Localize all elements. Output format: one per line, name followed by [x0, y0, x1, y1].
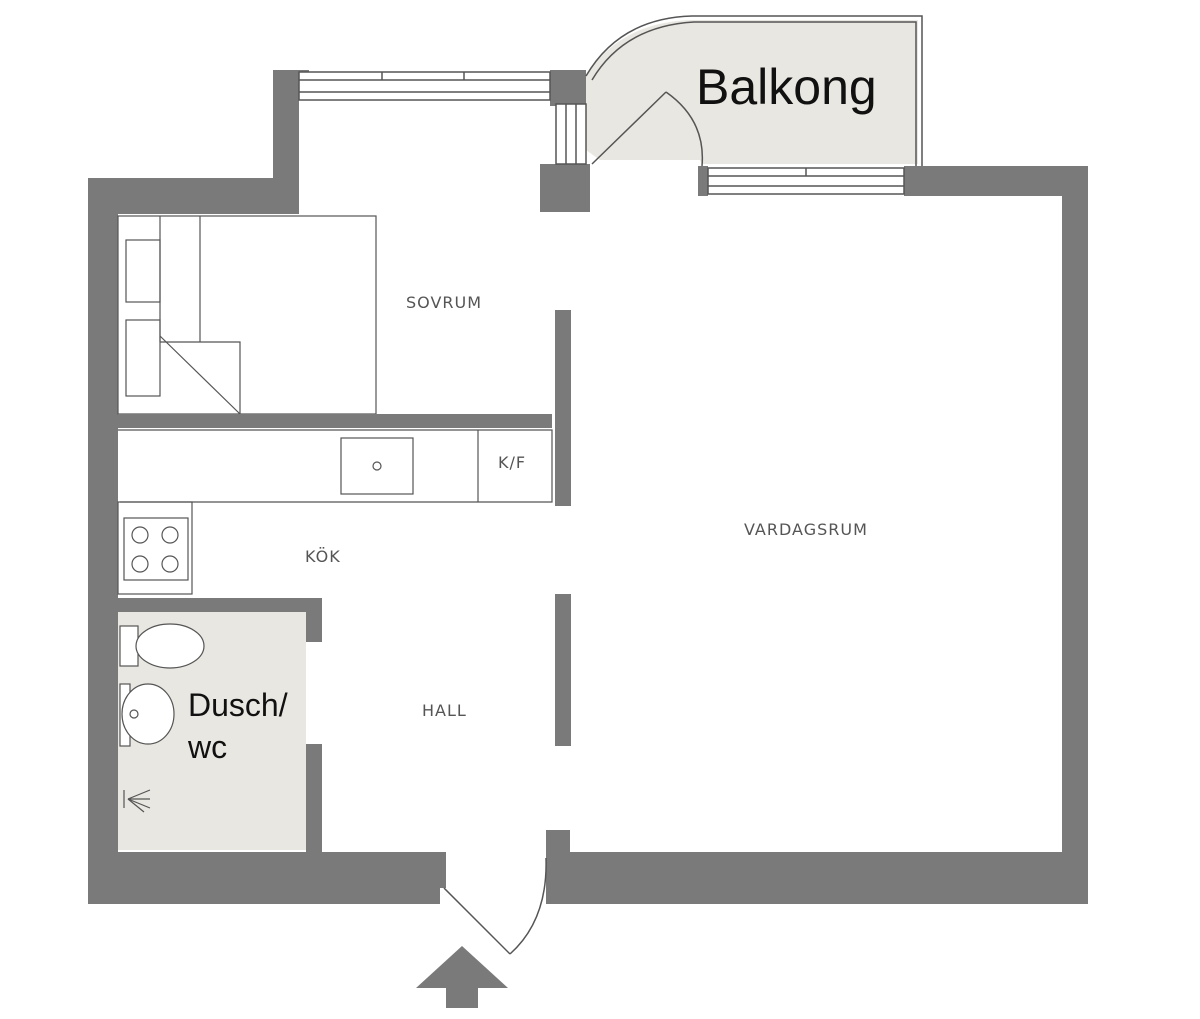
wall-west: [88, 178, 118, 904]
wall-balcony-door-jamb: [698, 166, 708, 196]
kitchen-counter: [118, 429, 553, 503]
wall-east: [1062, 166, 1088, 904]
label-bedroom: SOVRUM: [406, 293, 482, 312]
wall-column-upper: [550, 70, 586, 106]
room-floors: [118, 20, 918, 850]
wall-entry-left-jamb: [438, 852, 446, 888]
label-hall: HALL: [422, 701, 467, 720]
label-balcony: Balkong: [696, 59, 877, 115]
bed: [117, 215, 377, 415]
bedroom-kitchen-divider: [118, 414, 552, 428]
entrance-door: [443, 857, 547, 955]
shower-head-icon: [123, 789, 151, 813]
balcony-door: [591, 91, 704, 167]
wall-bathroom-east-upper: [306, 598, 322, 642]
sink: [340, 437, 414, 495]
toilet: [119, 623, 205, 669]
wall-north-right: [904, 166, 1088, 196]
label-living-room: VARDAGSRUM: [744, 520, 868, 539]
sink-drain: [372, 461, 382, 471]
label-bathroom-line2: wc: [187, 729, 227, 765]
label-fridge-freezer: K/F: [498, 453, 526, 472]
balcony-floor: [586, 20, 918, 164]
wall-west-top: [88, 178, 299, 214]
wall-south-left: [88, 852, 440, 904]
kitchen: [117, 414, 553, 595]
balcony-railing: [585, 15, 923, 166]
washbasin: [119, 683, 175, 747]
wall-column-lower: [540, 164, 590, 212]
label-kitchen: KÖK: [305, 547, 341, 566]
window-bedroom-north: [298, 71, 551, 101]
window-balcony-side: [555, 103, 587, 165]
entrance-arrow-icon: [416, 946, 508, 1008]
wall-bathroom-north: [118, 598, 322, 612]
windows: [298, 71, 905, 195]
bathroom-fixtures: [119, 623, 205, 813]
wall-south-right: [546, 852, 1088, 904]
wall-partition-upper: [555, 310, 571, 506]
walls: [88, 70, 1088, 904]
label-bathroom-line1: Dusch/: [188, 687, 288, 723]
window-living-north: [707, 167, 905, 195]
wall-entry-right-jamb: [546, 830, 570, 858]
doors: [443, 91, 704, 955]
bedroom-furniture: [117, 215, 377, 415]
wall-partition-lower: [555, 594, 571, 746]
wall-bathroom-east-lower: [306, 744, 322, 854]
stove: [117, 501, 193, 595]
